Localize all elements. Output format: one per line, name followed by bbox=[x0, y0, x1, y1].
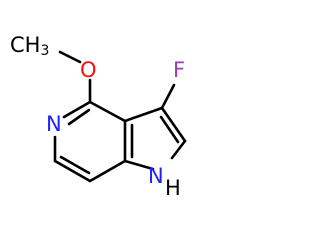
bond-n1-c7a bbox=[123, 159, 155, 171]
bond-c4-c3a bbox=[88, 100, 127, 123]
bond-c3-c2 bbox=[160, 106, 187, 143]
bond-c3-fluorine bbox=[160, 83, 176, 110]
methyl-label: CH3 bbox=[10, 33, 49, 59]
atom-labels: CH3 O F N N H bbox=[10, 33, 185, 200]
nh-nitrogen-label: N bbox=[148, 164, 164, 188]
chemical-structure: CH3 O F N N H bbox=[10, 33, 187, 200]
bond-layer bbox=[53, 50, 187, 183]
bond-c3-c2-inner bbox=[159, 115, 180, 144]
bond-c7a-c7 bbox=[88, 159, 127, 183]
bond-c7-c6 bbox=[53, 159, 92, 183]
bond-n5-c4 bbox=[62, 100, 92, 119]
nh-hydrogen-label: H bbox=[165, 176, 181, 200]
oxygen-label: O bbox=[80, 58, 97, 82]
bond-c7-c6-inner bbox=[59, 155, 91, 175]
bond-n5-c4-inner bbox=[67, 108, 91, 126]
bond-c3a-c3 bbox=[123, 106, 164, 123]
bond-c2-n1 bbox=[170, 139, 187, 160]
bond-methyl-oxygen bbox=[58, 50, 82, 64]
fluorine-label: F bbox=[173, 58, 185, 82]
nitrogen-label: N bbox=[46, 112, 62, 136]
